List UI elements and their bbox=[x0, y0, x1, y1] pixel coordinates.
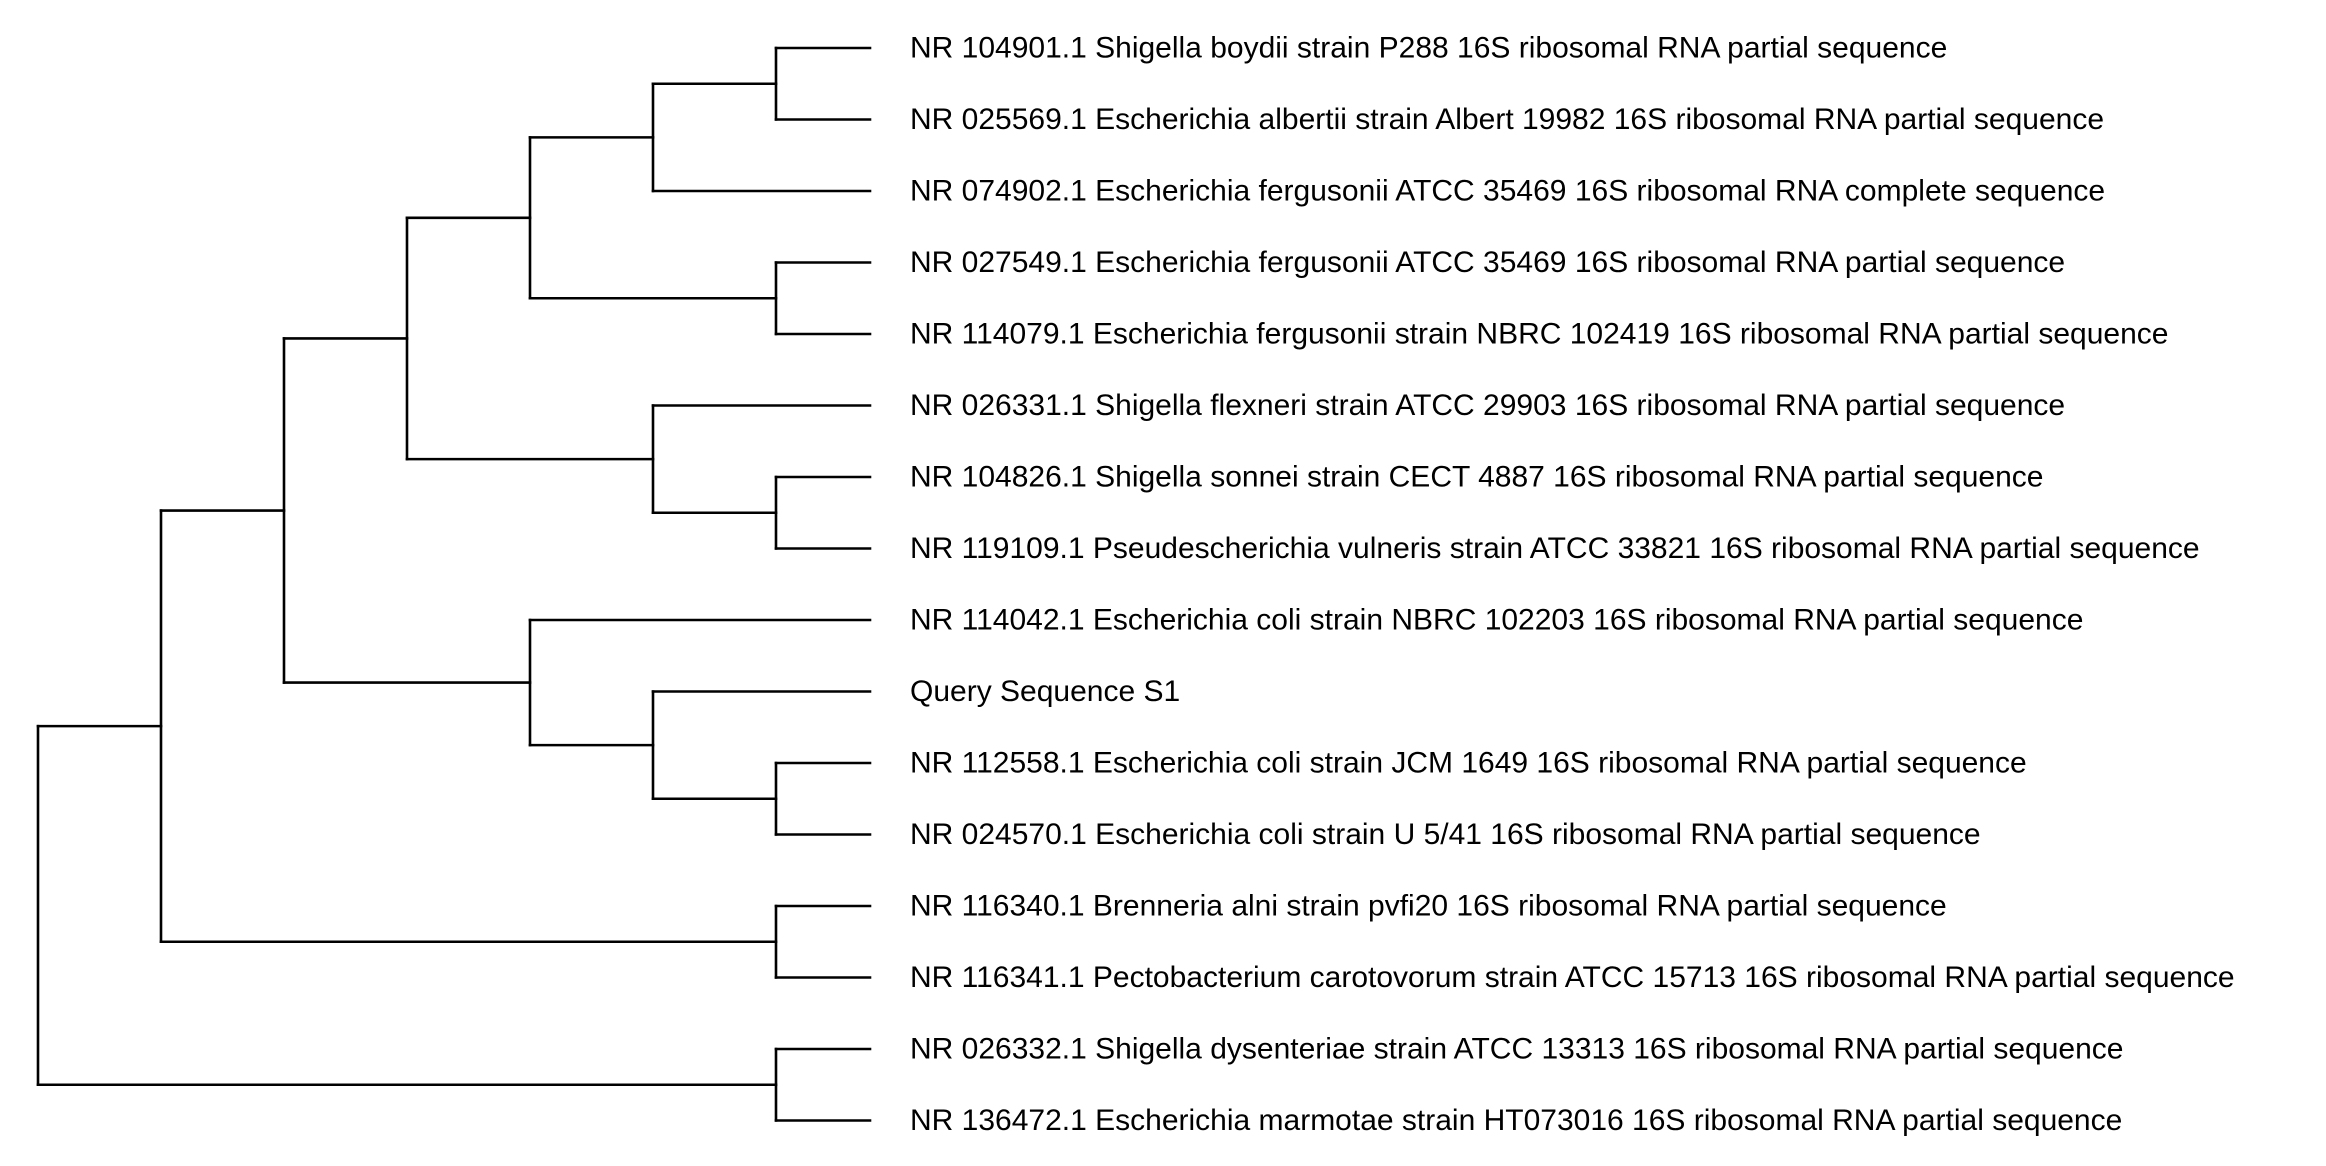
taxon-label: NR 114079.1 Escherichia fergusonii strai… bbox=[910, 318, 2168, 351]
taxon-label: NR 119109.1 Pseudescherichia vulneris st… bbox=[910, 532, 2200, 565]
taxon-label: NR 026331.1 Shigella flexneri strain ATC… bbox=[910, 389, 2065, 422]
taxon-label: NR 027549.1 Escherichia fergusonii ATCC … bbox=[910, 246, 2065, 279]
taxon-label: NR 116340.1 Brenneria alni strain pvfi20… bbox=[910, 890, 1947, 923]
taxon-label-query: Query Sequence S1 bbox=[910, 675, 1180, 708]
taxon-label: NR 104826.1 Shigella sonnei strain CECT … bbox=[910, 461, 2043, 494]
taxon-label: NR 104901.1 Shigella boydii strain P288 … bbox=[910, 32, 1947, 65]
taxon-label: NR 074902.1 Escherichia fergusonii ATCC … bbox=[910, 175, 2105, 208]
taxon-labels: NR 104901.1 Shigella boydii strain P288 … bbox=[910, 32, 2235, 1138]
taxon-label: NR 112558.1 Escherichia coli strain JCM … bbox=[910, 747, 2027, 780]
taxon-label: NR 136472.1 Escherichia marmotae strain … bbox=[910, 1104, 2122, 1137]
taxon-label: NR 025569.1 Escherichia albertii strain … bbox=[910, 103, 2104, 136]
tree-branches bbox=[36, 46, 872, 1122]
taxon-label: NR 116341.1 Pectobacterium carotovorum s… bbox=[910, 961, 2235, 994]
taxon-label: NR 024570.1 Escherichia coli strain U 5/… bbox=[910, 818, 1981, 851]
taxon-label: NR 026332.1 Shigella dysenteriae strain … bbox=[910, 1033, 2123, 1066]
taxon-label: NR 114042.1 Escherichia coli strain NBRC… bbox=[910, 604, 2083, 637]
